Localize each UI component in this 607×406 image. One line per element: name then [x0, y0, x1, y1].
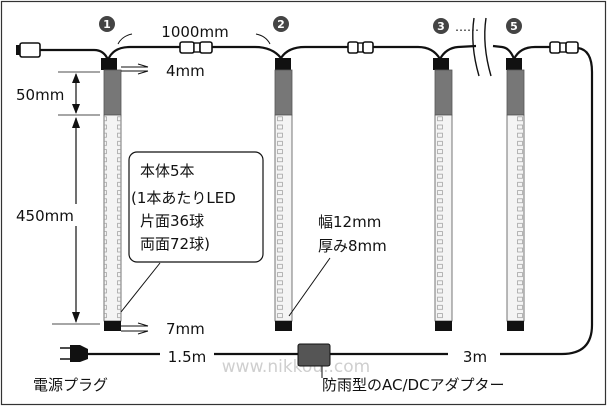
connector-between-2-3	[347, 41, 374, 54]
thickness-label: 厚み8mm	[318, 237, 387, 255]
badge-tube-2: 2	[273, 16, 289, 32]
callout-leader	[120, 262, 161, 313]
ellipsis-text: ……	[455, 20, 479, 34]
tube-length-label: 450mm	[16, 207, 74, 225]
cord-short-label: 1.5m	[168, 348, 206, 366]
top-segment-label-bg	[14, 84, 70, 104]
svg-text:3: 3	[437, 20, 445, 33]
callout-line-4: 両面72球)	[140, 235, 210, 253]
svg-text:5: 5	[510, 20, 518, 33]
bottom-gap-label: 7mm	[166, 320, 205, 338]
callout-box	[128, 151, 264, 263]
connector-between-1-2	[179, 41, 213, 54]
badge-tube-3: 3	[433, 18, 449, 34]
callout-line-3: 片面36球	[140, 212, 204, 230]
top-gap-label: 4mm	[166, 62, 205, 80]
connector-plug-left	[16, 42, 41, 58]
plug-label: 電源プラグ	[33, 376, 108, 394]
callout-line-1: 本体5本	[140, 162, 195, 180]
svg-text:2: 2	[277, 18, 285, 31]
badge-tube-1: 1	[99, 16, 115, 32]
callout-line-2: (1本あたりLED	[131, 189, 236, 207]
spacing-dimension	[117, 33, 271, 45]
led-tube-5	[506, 58, 525, 331]
cable-break-mark	[472, 17, 492, 77]
adapter-label: 防雨型のAC/DCアダプター	[322, 376, 505, 394]
connector-end-right	[549, 41, 579, 54]
bottom-gap-dimension	[121, 322, 149, 335]
width-label: 幅12mm	[318, 213, 381, 231]
top-segment-label: 50mm	[16, 86, 64, 104]
badge-tube-5: 5	[506, 18, 522, 34]
top-gap-dimension	[121, 63, 149, 75]
adapter-icon	[297, 343, 331, 367]
power-plug-icon	[60, 345, 88, 362]
size-leader	[288, 257, 331, 317]
led-tube-3	[433, 58, 453, 331]
cord-long-label: 3m	[463, 348, 487, 366]
spacing-label: 1000mm	[161, 23, 228, 41]
tube-length-label-bg	[14, 204, 82, 226]
bottom-cable	[88, 46, 594, 356]
watermark-text: www.nikkou..com	[222, 357, 370, 377]
led-tube-2	[274, 58, 293, 331]
led-tube-1	[101, 58, 122, 331]
svg-text:1: 1	[103, 18, 111, 31]
